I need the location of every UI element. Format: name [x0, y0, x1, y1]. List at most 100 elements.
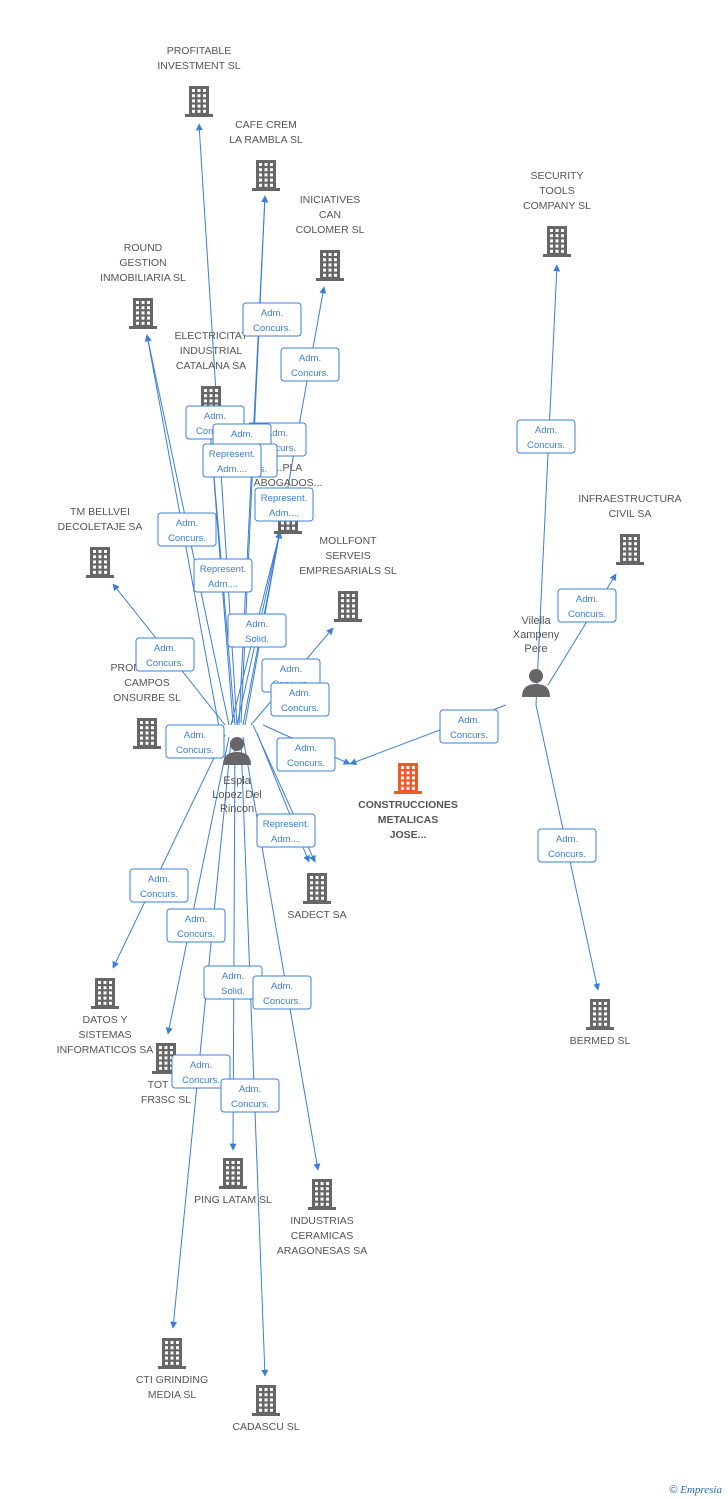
building-window: [315, 1197, 318, 1201]
building-window: [197, 94, 201, 98]
building-window: [170, 1351, 174, 1355]
building-window: [192, 89, 195, 92]
company-name: TOOLS: [539, 185, 574, 197]
building-window: [140, 736, 143, 740]
edge-label-text: Represent.: [261, 493, 307, 504]
building-window: [164, 1061, 168, 1065]
building-window: [550, 249, 553, 253]
company-name: INDUSTRIAS: [290, 1215, 354, 1227]
building-window: [170, 1341, 174, 1344]
building-icon: [152, 1043, 180, 1074]
edge-label[interactable]: Adm.Concurs.: [165, 724, 225, 759]
building-window: [346, 599, 350, 603]
building-window: [401, 771, 404, 775]
building-window: [109, 986, 112, 990]
building-base: [185, 114, 213, 117]
building-icon: [586, 999, 614, 1030]
edge-label[interactable]: Adm.Concurs.: [220, 1078, 280, 1113]
building-window: [259, 178, 262, 182]
building-window: [151, 726, 154, 730]
edge-label[interactable]: Adm.Solid.: [203, 965, 263, 1000]
edge-label[interactable]: Adm.Solid.: [227, 613, 287, 648]
company-node[interactable]: CADASCU SL: [232, 1385, 300, 1433]
building-window: [104, 555, 107, 559]
building-window: [226, 1161, 229, 1164]
edge-label[interactable]: Represent.Adm....: [193, 558, 253, 593]
building-window: [109, 991, 112, 995]
building-window: [231, 1161, 235, 1164]
building-window: [628, 557, 632, 561]
edge-label[interactable]: Adm.Concurs.: [129, 868, 189, 903]
building-window: [406, 776, 410, 780]
building-window: [315, 1182, 318, 1185]
edge-line: [240, 740, 269, 1377]
company-name: FR3SC SL: [141, 1094, 191, 1106]
company-name: BERMED SL: [570, 1035, 631, 1047]
building-window: [334, 253, 337, 256]
building-base: [303, 901, 331, 904]
company-node[interactable]: SADECT SA: [287, 873, 347, 921]
person-name: Espla: [223, 775, 251, 787]
company-name: INDUSTRIAL: [180, 345, 243, 357]
edge-label-text: Adm.: [190, 1060, 212, 1071]
building-window: [165, 1341, 168, 1344]
edge-label[interactable]: Adm.Concurs.: [276, 737, 336, 772]
edge-label[interactable]: Adm.Concurs.: [157, 512, 217, 547]
edge-label[interactable]: Adm.Concurs.: [135, 637, 195, 672]
edge-line: [242, 736, 321, 1171]
building-window: [328, 263, 332, 267]
building-window: [593, 1022, 596, 1026]
edge-label-box: [129, 868, 189, 903]
edge-label-text: Adm.: [271, 981, 293, 992]
edge-label[interactable]: Adm.Concurs.: [557, 588, 617, 623]
edge-label[interactable]: Adm.Concurs.: [171, 1054, 231, 1089]
edge-label[interactable]: Adm.Concurs.: [252, 975, 312, 1010]
building-window: [98, 981, 101, 984]
edge-label-text: Adm.: [295, 743, 317, 754]
company-name: GESTION: [119, 257, 166, 269]
edge-label[interactable]: Represent.Adm....: [202, 443, 262, 478]
building-window: [93, 560, 96, 564]
edge-label-text: Adm.: [556, 834, 578, 845]
edge-label[interactable]: Adm.Concurs.: [242, 302, 302, 337]
company-name: SADECT SA: [287, 909, 346, 921]
company-node[interactable]: PING LATAM SL: [194, 1158, 272, 1206]
building-window: [604, 1007, 607, 1011]
company-name: INVESTMENT SL: [157, 60, 240, 72]
company-node[interactable]: CONSTRUCCIONESMETALICASJOSE...: [358, 763, 458, 841]
edge-label-text: Adm.: [154, 643, 176, 654]
edge-label[interactable]: Adm.Concurs.: [439, 709, 499, 744]
building-window: [140, 721, 143, 724]
building-window: [170, 1046, 173, 1049]
edge-label[interactable]: Adm.Concurs.: [280, 347, 340, 382]
edge-label[interactable]: Adm.Concurs.: [270, 682, 330, 717]
edge-label[interactable]: Adm.Concurs.: [166, 908, 226, 943]
footer-brand[interactable]: © Empresia: [669, 1484, 722, 1496]
building-window: [145, 721, 149, 724]
building-window: [270, 183, 273, 187]
edge-label[interactable]: Represent.Adm....: [256, 813, 316, 848]
edge-label[interactable]: Adm.Concurs.: [516, 419, 576, 454]
edge-label[interactable]: Represent.Adm....: [254, 487, 314, 522]
company-node[interactable]: BERMED SL: [570, 999, 631, 1047]
building-window: [270, 1408, 273, 1412]
edge-label[interactable]: Adm.Concurs.: [537, 828, 597, 863]
building-window: [98, 570, 102, 574]
building-window: [197, 89, 201, 92]
building-window: [147, 311, 150, 315]
